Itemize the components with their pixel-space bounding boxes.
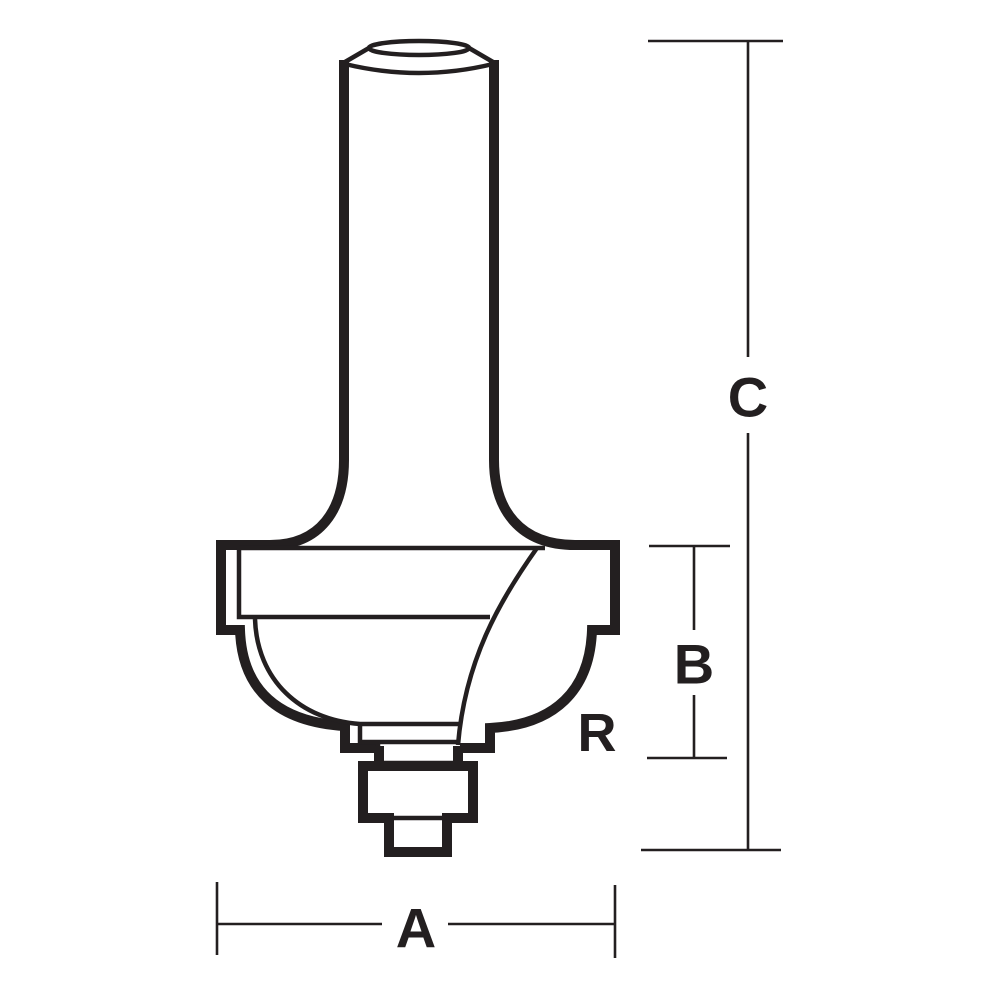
dim-b-label: B [674,633,714,696]
bearing-body [358,761,478,857]
dimension-b: B [647,544,730,760]
bearing [358,746,478,857]
dim-a-label: A [396,897,436,960]
radius-r: R [578,703,617,763]
flute-curve [455,546,539,746]
shank-top-face [366,38,472,58]
dimension-c: C [641,39,783,852]
shank [269,38,576,550]
carbide-inner-arc [252,618,460,727]
radius-r-label: R [578,703,617,763]
shank-outline [269,60,576,550]
shank-chamfer-edge [344,61,494,76]
cutter-body [216,540,620,760]
cutter-outer-profile [216,540,620,753]
dim-c-label: C [728,366,768,429]
shank-chamfer [343,46,495,64]
cutter-top-band [236,545,545,620]
dimension-a: A [215,882,617,960]
